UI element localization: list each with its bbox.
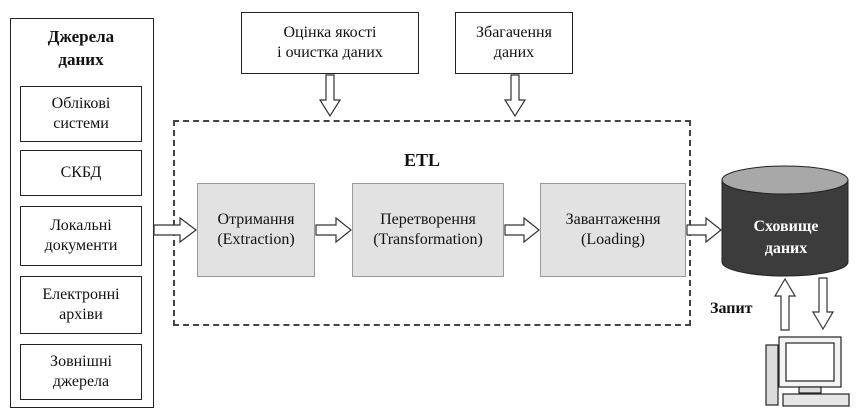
data-sources-title-line1: Джерела: [47, 27, 115, 46]
source-label-line2: джерела: [52, 373, 110, 390]
computer-icon: [765, 336, 850, 407]
data-warehouse-label-line2: даних: [764, 239, 808, 257]
hollow-arrow-right-icon: [686, 216, 722, 244]
hollow-arrow-down-icon: [318, 74, 342, 118]
hollow-arrow-up-icon: [773, 277, 797, 331]
data-sources-panel: [10, 18, 154, 408]
data-sources-title-line2: даних: [58, 49, 104, 69]
data-sources-title: Джерела даних: [10, 26, 152, 72]
source-label-line1: СКБД: [60, 164, 102, 181]
enrichment-box: Збагачення даних: [455, 12, 573, 74]
source-label-line1: Облікові: [51, 95, 111, 112]
hollow-arrow-right-icon: [153, 216, 197, 244]
source-accounting-systems: Облікові системи: [20, 86, 142, 142]
stage-label-line2: (Extraction): [217, 231, 295, 248]
stage-transformation: Перетворення (Transformation): [352, 183, 504, 277]
data-warehouse-cylinder: [721, 165, 849, 277]
query-label: Запит: [710, 300, 753, 317]
stage-label-line1: Завантаження: [565, 211, 661, 228]
quality-cleaning-line1: Оцінка якості: [283, 24, 377, 41]
enrichment-line2: даних: [493, 44, 535, 61]
etl-frame: [173, 120, 691, 326]
source-label-line1: Електронні: [42, 286, 120, 303]
source-label-line2: архіви: [59, 306, 103, 323]
hollow-arrow-right-icon: [504, 216, 540, 244]
hollow-arrow-right-icon: [315, 216, 352, 244]
source-dbms: СКБД: [20, 150, 142, 196]
enrichment-line1: Збагачення: [476, 24, 552, 41]
stage-label-line2: (Loading): [581, 231, 645, 248]
source-label-line2: системи: [53, 115, 109, 132]
source-label-line2: документи: [44, 237, 118, 254]
hollow-arrow-down-icon: [503, 74, 527, 118]
quality-cleaning-line2: і очистка даних: [277, 44, 383, 61]
source-external: Зовнішні джерела: [20, 344, 142, 400]
stage-label-line1: Перетворення: [380, 211, 476, 228]
data-warehouse-label-line1: Сховище: [753, 218, 819, 235]
source-local-documents: Локальні документи: [20, 206, 142, 266]
data-warehouse-label: Сховище даних: [727, 216, 845, 259]
stage-loading: Завантаження (Loading): [540, 183, 686, 277]
stage-label-line1: Отримання: [217, 211, 295, 228]
source-electronic-archives: Електронні архіви: [20, 276, 142, 334]
etl-title: ETL: [403, 150, 441, 170]
stage-label-line2: (Transformation): [373, 231, 483, 248]
hollow-arrow-down-icon: [811, 277, 835, 331]
quality-cleaning-box: Оцінка якості і очистка даних: [241, 12, 419, 74]
stage-extraction: Отримання (Extraction): [197, 183, 315, 277]
source-label-line1: Зовнішні: [50, 353, 112, 370]
source-label-line1: Локальні: [50, 217, 112, 234]
